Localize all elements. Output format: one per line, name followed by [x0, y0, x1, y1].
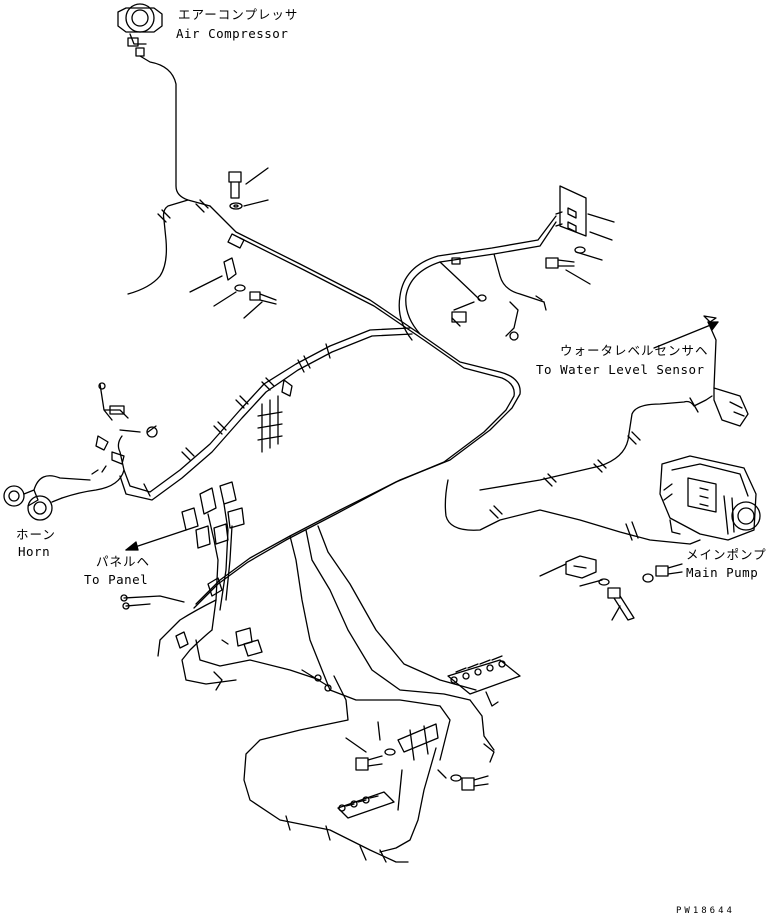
- main-trunk-upper-b: [194, 238, 514, 608]
- main-pump-label-jp: メインポンプ: [686, 547, 767, 562]
- floor-connectors: [338, 744, 494, 818]
- lower-loop-wire: [244, 676, 408, 862]
- water-sensor-upper-wire: [480, 396, 712, 490]
- water-sensor-wire: [445, 480, 700, 544]
- left-tail-wire: [128, 200, 188, 294]
- compressor-wire: [140, 56, 210, 206]
- trunk-left-clips: [144, 344, 330, 496]
- main-pump-label-en: Main Pump: [686, 565, 759, 580]
- water-sensor-arrow: [654, 322, 718, 348]
- upper-right-wires: [406, 222, 556, 334]
- floor-wire: [440, 700, 494, 760]
- lower-central-wire-a: [290, 536, 440, 706]
- upper-right-wires-b: [399, 216, 556, 340]
- horn-small-parts: [92, 383, 157, 474]
- floor-bracket: [346, 722, 488, 810]
- horn-label-en: Horn: [18, 544, 51, 559]
- clip-group-upper-left: [158, 200, 244, 280]
- lower-left-harness: [158, 600, 236, 684]
- lower-connectors-right: [448, 656, 520, 706]
- trunk-left-b: [120, 334, 412, 500]
- bolt-left: [235, 285, 276, 304]
- air-compressor-part: [118, 4, 162, 56]
- leader-top-bolt: [244, 168, 268, 206]
- panel-label-en: To Panel: [84, 572, 149, 587]
- horn-part: [4, 486, 62, 520]
- trunk-left: [124, 328, 410, 492]
- sensor-branch-clips: [490, 398, 698, 540]
- lower-left-lead: [124, 596, 184, 606]
- leader-left-bracket: [190, 276, 262, 318]
- main-pump-part: [660, 456, 760, 540]
- air-compressor-label-jp: エアーコンプレッサ: [178, 7, 299, 22]
- horn-wire-b: [100, 384, 156, 432]
- bolt-top: [229, 172, 242, 209]
- horn-wire: [34, 436, 124, 498]
- lower-loop-wire-b: [380, 748, 436, 852]
- pump-bracket: [540, 556, 634, 620]
- panel-label-jp: パネルヘ: [96, 554, 151, 569]
- upper-right-branch: [440, 254, 544, 302]
- upper-right-bracket: [546, 186, 614, 284]
- lower-central-wire-c: [318, 526, 476, 690]
- water-level-sensor-label-jp: ウォータレベルセンサヘ: [560, 343, 709, 358]
- lower-left-parts: [121, 578, 262, 690]
- mid-left-connectors: [258, 380, 292, 452]
- water-sensor-connector: [704, 316, 748, 426]
- lower-central-wire-b: [306, 530, 470, 700]
- water-level-sensor-label-en: To Water Level Sensor: [536, 362, 705, 377]
- drawing-code: PW18644: [676, 906, 735, 916]
- lower-loop-clips: [286, 816, 386, 862]
- upper-right-small-parts: [452, 258, 546, 340]
- horn-label-jp: ホーン: [16, 527, 56, 542]
- main-pump-bolt: [643, 564, 682, 582]
- panel-wires: [208, 504, 232, 630]
- panel-arrowhead: [126, 542, 138, 550]
- lower-left-lead-b: [196, 640, 328, 686]
- water-sensor-arrowhead: [708, 322, 718, 330]
- main-trunk-upper: [196, 206, 520, 604]
- air-compressor-label-en: Air Compressor: [176, 26, 289, 41]
